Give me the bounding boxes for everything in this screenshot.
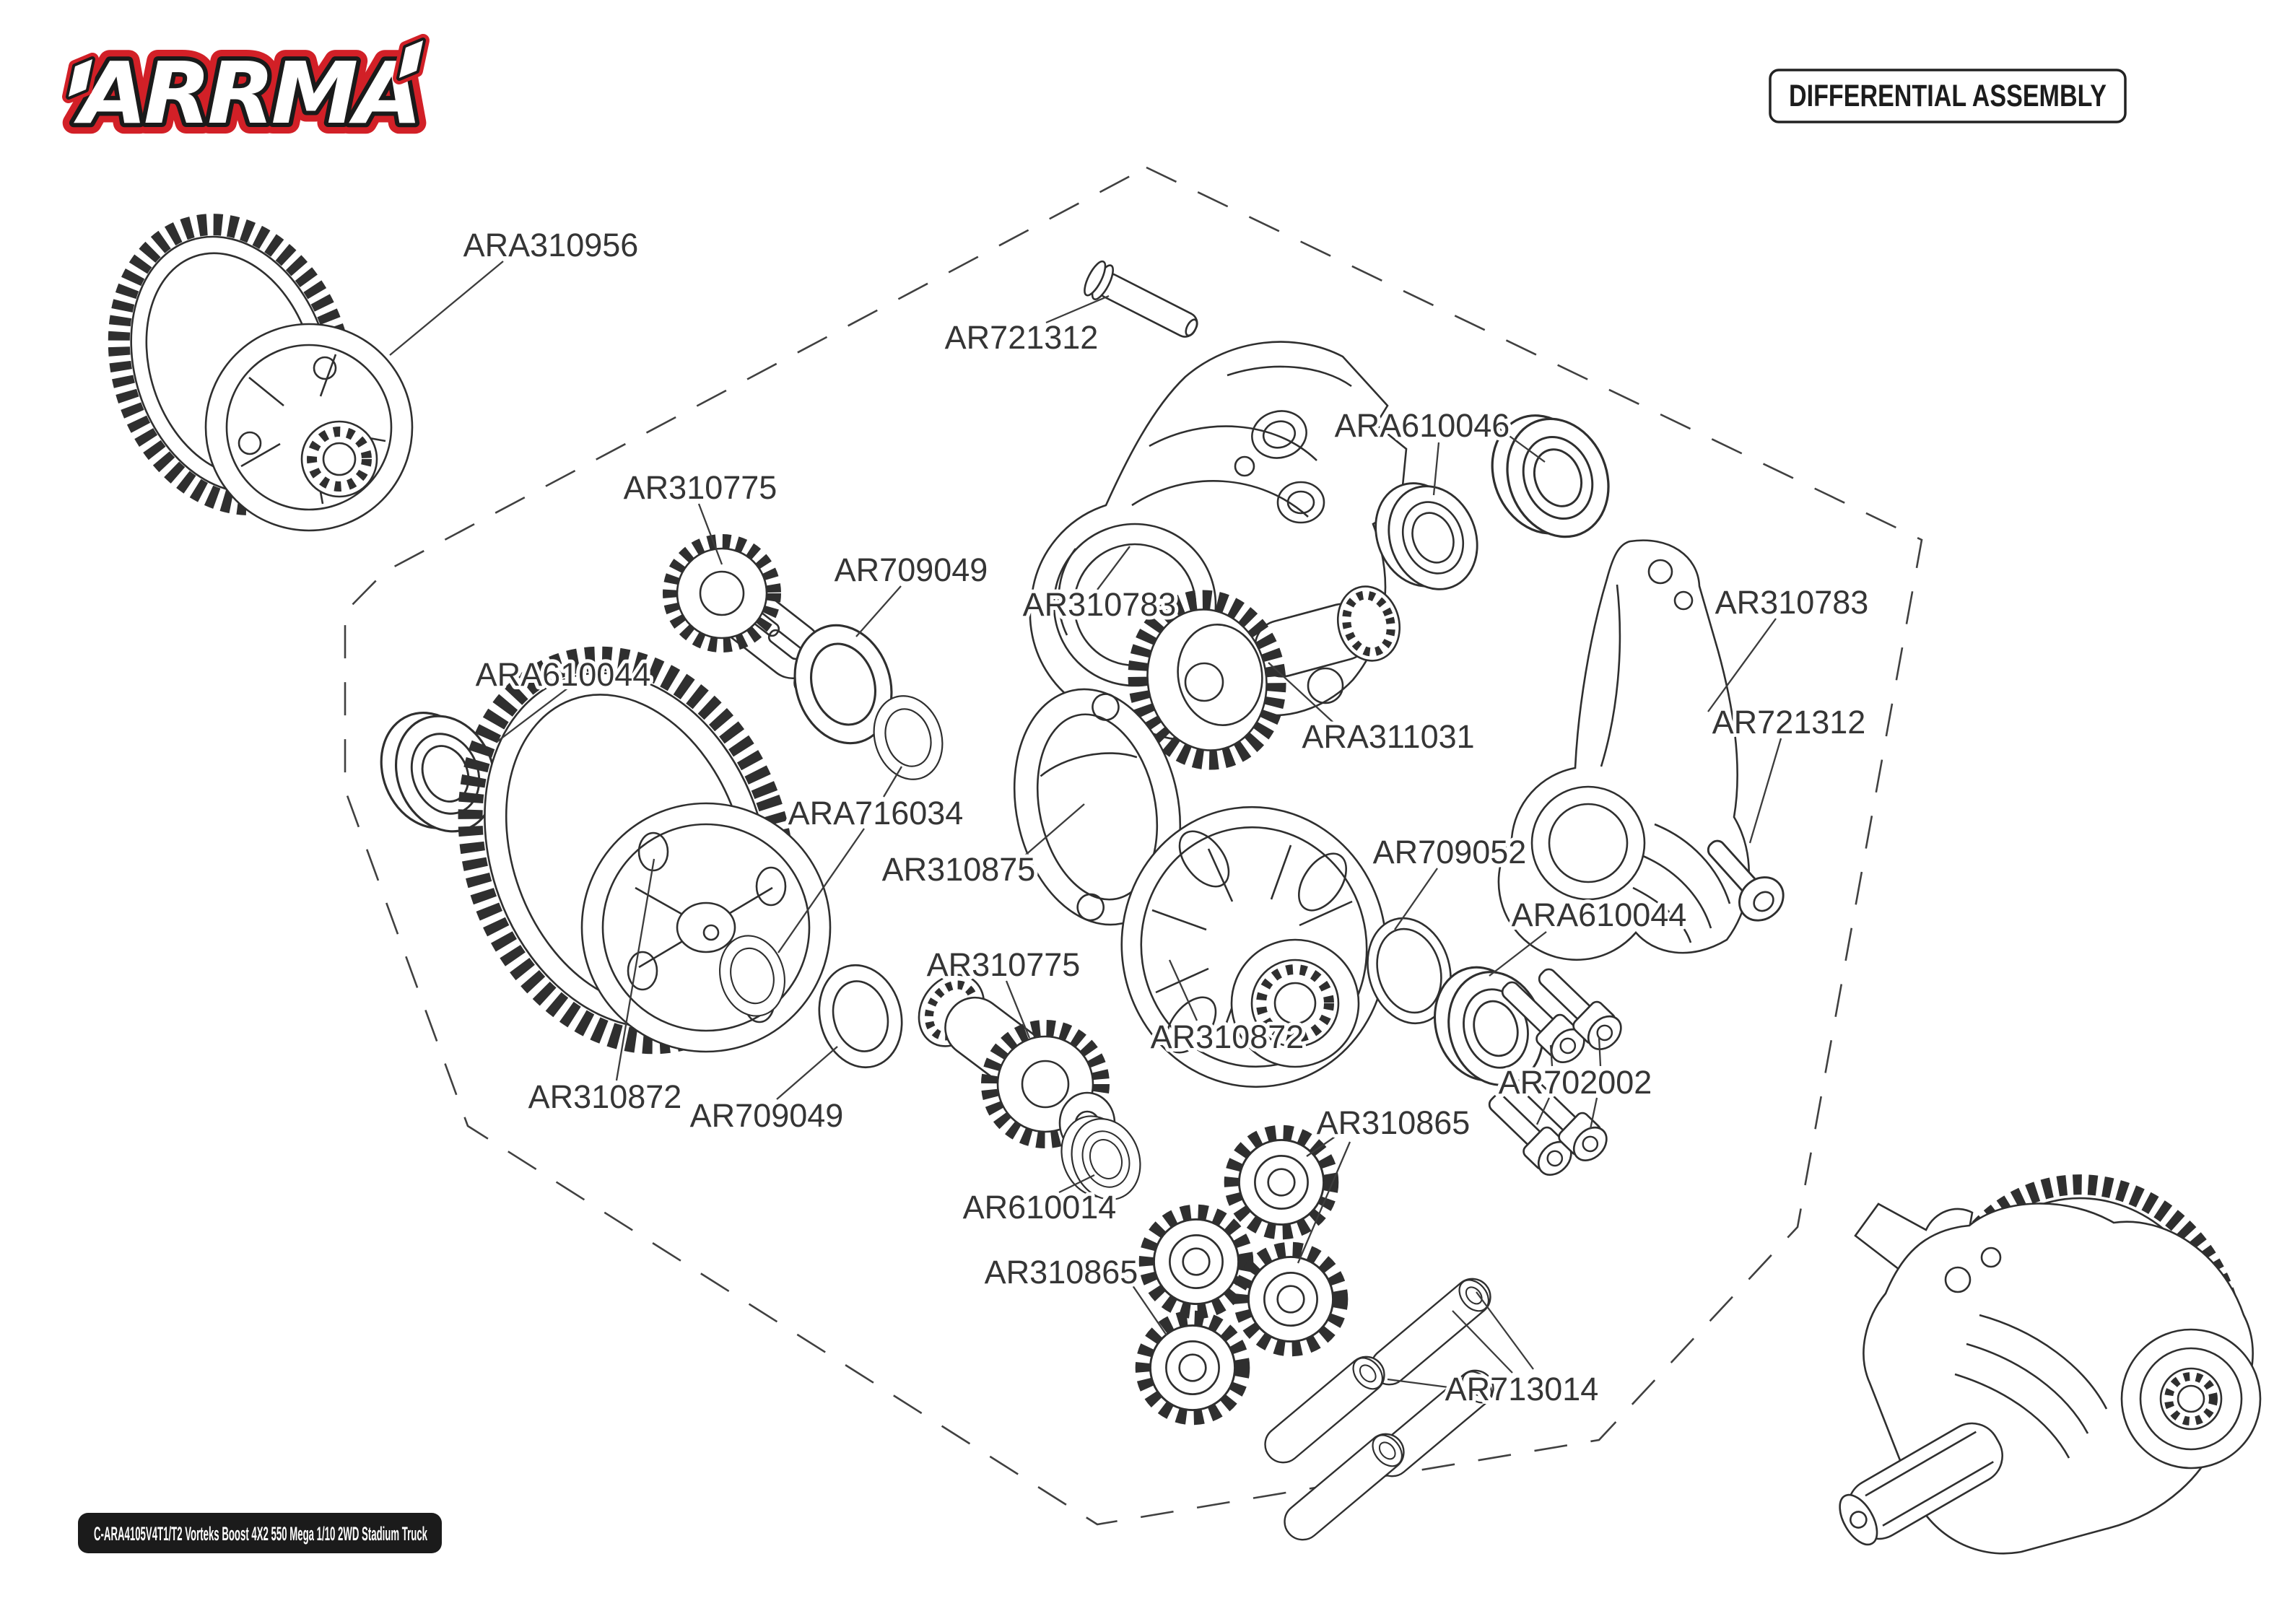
part-number-label: AR310775 bbox=[624, 469, 777, 506]
kit-boundary-outline bbox=[344, 166, 1923, 1526]
brand-logo-outline: ARRMA bbox=[74, 43, 419, 143]
footer-badge-background bbox=[78, 1513, 442, 1553]
drawing-assembled-diff-front bbox=[108, 214, 414, 532]
logo-quote-mark-right bbox=[396, 38, 426, 81]
drawing-pinion-upper bbox=[663, 534, 837, 692]
part-number-label: ARA610044 bbox=[476, 656, 651, 693]
drawing-assembled-diff-rear bbox=[1839, 1174, 2262, 1555]
footer-model-code: C-ARA4105V4T1/T2 Vorteks Boost 4X2 550 M… bbox=[94, 1523, 427, 1545]
drawing-diff-housing-right bbox=[1497, 539, 1750, 961]
part-number-label: AR709052 bbox=[1373, 834, 1527, 870]
part-number-label: AR310775 bbox=[927, 946, 1081, 983]
part-number-label: AR709049 bbox=[690, 1097, 844, 1134]
leader-lines bbox=[389, 261, 1782, 1389]
drawing-spider-gear-4 bbox=[1143, 1319, 1242, 1418]
brand-logo-text: ARRMA bbox=[74, 43, 419, 143]
drawing-oring bbox=[1367, 917, 1452, 1025]
part-number-label: AR610014 bbox=[963, 1189, 1117, 1226]
part-number-label: AR702002 bbox=[1499, 1064, 1652, 1101]
drawing-gasket bbox=[1013, 688, 1182, 926]
drawing-diff-pin-top bbox=[1084, 260, 1198, 338]
part-number-label: AR310865 bbox=[1317, 1104, 1471, 1141]
part-number-label: AR310783 bbox=[1023, 586, 1177, 623]
part-number-labels: ARA310956 AR721312 ARA610046 AR310775 AR… bbox=[460, 223, 1873, 1411]
logo-quote-mark-left bbox=[66, 56, 95, 100]
footer-model-badge: C-ARA4105V4T1/T2 Vorteks Boost 4X2 550 M… bbox=[78, 1513, 442, 1553]
part-number-label: AR310872 bbox=[1151, 1018, 1304, 1055]
drawing-spider-gear-3 bbox=[1242, 1250, 1341, 1349]
part-number-label: AR310872 bbox=[528, 1078, 682, 1115]
title-box-frame bbox=[1769, 69, 2127, 123]
drawing-spider-gear-2 bbox=[1147, 1213, 1246, 1311]
drawing-diff-carrier bbox=[1120, 806, 1388, 1088]
brand-logo: ARRMA ARRMA bbox=[62, 32, 433, 154]
part-number-label: AR713014 bbox=[1445, 1371, 1599, 1407]
title-box: DIFFERENTIAL ASSEMBLY bbox=[1769, 69, 2127, 123]
part-number-label: ARA311031 bbox=[1302, 718, 1474, 755]
part-number-label: ARA310956 bbox=[463, 227, 639, 263]
drawing-spider-gear-1 bbox=[1232, 1133, 1331, 1232]
part-number-label: ARA716034 bbox=[788, 795, 964, 831]
part-number-label: AR310875 bbox=[882, 851, 1036, 888]
part-number-label: AR721312 bbox=[945, 319, 1099, 356]
part-number-label: ARA610044 bbox=[1512, 896, 1687, 933]
drawing-bevel-gear bbox=[1128, 585, 1401, 770]
part-number-label: AR721312 bbox=[1712, 704, 1866, 741]
part-number-label: AR709049 bbox=[835, 551, 988, 588]
part-number-label: AR310783 bbox=[1715, 584, 1869, 621]
part-number-label: ARA610046 bbox=[1335, 407, 1510, 444]
part-number-label: AR310865 bbox=[985, 1254, 1138, 1291]
page-title: DIFFERENTIAL ASSEMBLY bbox=[1789, 79, 2107, 113]
